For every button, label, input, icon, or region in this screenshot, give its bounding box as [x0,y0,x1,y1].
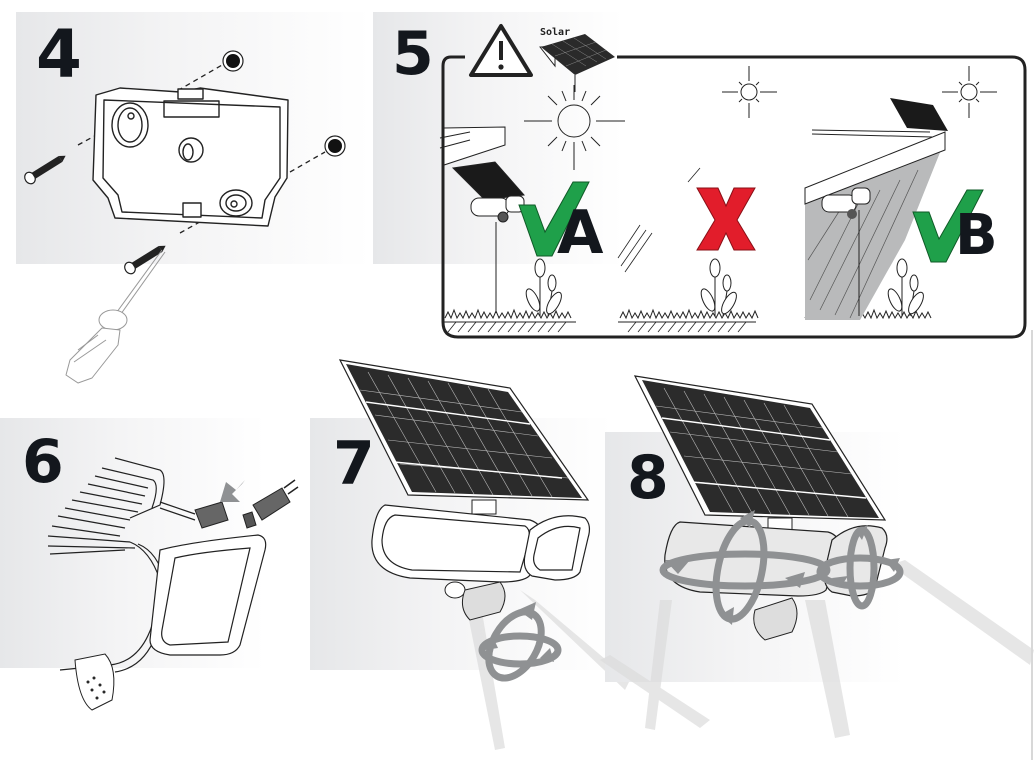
step-4-illustration [24,50,346,384]
option-b-letter: B [955,203,998,268]
warning-icon [469,24,533,77]
scene-b-illustration [804,98,948,320]
sun-icon [524,66,997,170]
cable-connector-icon [194,479,299,529]
wall-plug-icon [222,50,346,157]
page-edge-divider [1031,330,1033,760]
check-a-icon [518,181,590,257]
step-7-number: 7 [333,429,375,499]
step-5-frame [439,24,1027,339]
solar-panel-icon [539,34,615,92]
insert-arrow-icon [220,480,245,502]
step-6-number: 6 [22,427,64,497]
step-7-illustration [338,359,630,750]
motion-sensor-icon [753,597,798,641]
step-6-illustration [47,457,299,711]
solar-panel-icon [338,359,590,501]
scene-a-illustration [439,126,525,313]
step-5-number: 5 [392,19,434,89]
screw-icon [24,155,166,275]
solar-panel-icon [633,375,887,521]
step-8-illustration [600,375,1034,738]
check-b-icon [912,189,984,263]
solar-label: Solar [540,27,571,38]
option-a-letter: A [557,198,604,268]
plant-icon [525,258,924,317]
cross-icon [696,187,756,251]
step-4-number: 4 [36,16,82,93]
motion-sensor-icon [444,581,506,621]
step-8-number: 8 [627,443,669,513]
rain-shade-lines [617,167,701,273]
screwdriver-icon [65,249,166,384]
ground-illustration [443,308,932,333]
